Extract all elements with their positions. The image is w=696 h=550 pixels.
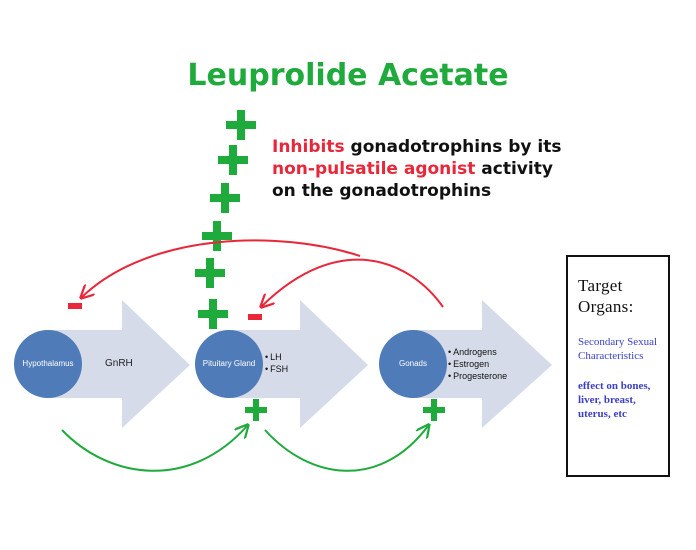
- description-text: activity on the gonadotrophins: [272, 159, 553, 201]
- plus-icon: [210, 183, 240, 213]
- title: Leuprolide Acetate: [187, 58, 509, 93]
- description-text: gonadotrophins by its: [344, 137, 562, 157]
- negative-feedback-arrow-hypothalamus: [82, 239, 361, 297]
- hormone-progesterone: Progesterone: [448, 370, 507, 382]
- arrow-pituitary: [232, 300, 368, 428]
- target-secondary-characteristics: Secondary Sexual Characteristics: [578, 336, 658, 362]
- description: Inhibits gonadotrophins by its non-pulsa…: [272, 136, 572, 202]
- hormone-androgens: Androgens: [448, 346, 507, 358]
- arrow-hypothalamus: [45, 300, 190, 428]
- hormone-estrogen: Estrogen: [448, 358, 507, 370]
- plus-icon: [198, 299, 228, 329]
- gonads-label: Gonads: [398, 359, 428, 368]
- pituitary-label: Pituitary Gland: [202, 359, 256, 368]
- plus-icon: [245, 399, 267, 421]
- plus-icon: [423, 399, 445, 421]
- hormone-lh: LH: [265, 351, 288, 363]
- plus-icon: [218, 145, 248, 175]
- minus-icon: [248, 314, 262, 320]
- gnrh-label: GnRH: [105, 358, 133, 369]
- hypothalamus-node: [14, 330, 82, 398]
- description-inhibits: Inhibits: [272, 137, 345, 157]
- hormone-fsh: FSH: [265, 363, 288, 375]
- hypothalamus-label: Hypothalamus: [22, 359, 74, 368]
- plus-icon: [195, 258, 225, 288]
- negative-feedback-arrow-pituitary: [262, 258, 444, 307]
- minus-icon: [68, 303, 82, 309]
- description-non-pulsatile: non-pulsatile agonist: [272, 159, 476, 179]
- target-organs-title: Target Organs:: [578, 276, 634, 316]
- pituitary-node: [195, 330, 263, 398]
- plus-icon: [202, 221, 232, 251]
- target-organs-box: Target Organs: Secondary Sexual Characte…: [566, 255, 670, 477]
- gonads-node: [379, 330, 447, 398]
- target-effects: effect on bones, liver, breast, uterus, …: [578, 380, 651, 420]
- plus-icon: [226, 110, 256, 140]
- gonad-hormone-list: Androgens Estrogen Progesterone: [448, 346, 507, 382]
- pituitary-hormone-list: LH FSH: [265, 351, 288, 375]
- stimulation-arrow-pituitary: [61, 426, 247, 472]
- stimulation-arrow-gonads: [264, 426, 428, 472]
